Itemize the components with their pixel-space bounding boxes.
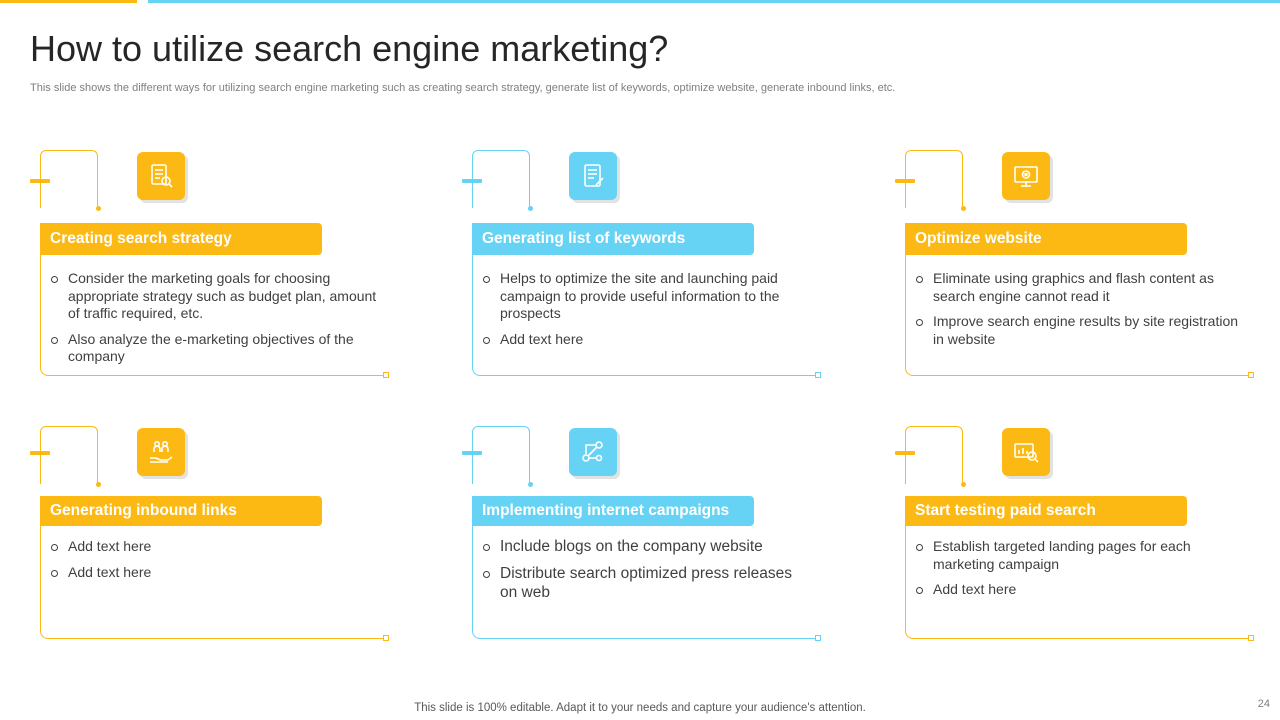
connector-tick [30, 179, 50, 183]
card-generating-list-of-keywords: Generating list of keywords Helps to opt… [462, 150, 832, 390]
slide-subtitle: This slide shows the different ways for … [30, 82, 896, 94]
connector-tick [30, 451, 50, 455]
bullet-item: Consider the marketing goals for choosin… [50, 270, 380, 323]
frame-end-marker [383, 372, 389, 378]
card-optimize-website: Optimize website Eliminate using graphic… [895, 150, 1265, 390]
connector-bracket [472, 426, 530, 484]
bullet-item: Add text here [482, 331, 812, 349]
bullet-list: Include blogs on the company website Dis… [482, 537, 812, 610]
slide-footer: This slide is 100% editable. Adapt it to… [414, 702, 866, 714]
card-heading: Implementing internet campaigns [472, 496, 754, 526]
connector-bracket [40, 426, 98, 484]
connector-dot [96, 206, 101, 211]
bullet-list: Eliminate using graphics and flash conte… [915, 270, 1245, 356]
card-frame [472, 506, 817, 639]
connector-dot [528, 206, 533, 211]
bullet-list: Add text here Add text here [50, 538, 380, 589]
card-heading: Creating search strategy [40, 223, 322, 255]
bullet-item: Add text here [50, 538, 380, 556]
frame-end-marker [1248, 635, 1254, 641]
bullet-item: Also analyze the e-marketing objectives … [50, 331, 380, 366]
network-nodes-icon [569, 428, 617, 476]
connector-dot [961, 206, 966, 211]
card-heading: Generating inbound links [40, 496, 322, 526]
bullet-item: Include blogs on the company website [482, 537, 812, 556]
bullet-list: Helps to optimize the site and launching… [482, 270, 812, 356]
top-accent-bar-blue [148, 0, 1280, 3]
bullet-item: Helps to optimize the site and launching… [482, 270, 812, 323]
card-frame [472, 240, 817, 376]
bullet-item: Distribute search optimized press releas… [482, 564, 812, 602]
card-heading: Generating list of keywords [472, 223, 754, 255]
card-start-testing-paid-search: Start testing paid search Establish targ… [895, 426, 1265, 666]
card-generating-inbound-links: Generating inbound links Add text here A… [30, 426, 400, 666]
card-heading: Start testing paid search [905, 496, 1187, 526]
connector-tick [462, 451, 482, 455]
website-settings-icon [1002, 152, 1050, 200]
frame-end-marker [1248, 372, 1254, 378]
connector-dot [961, 482, 966, 487]
bullet-item: Add text here [915, 581, 1245, 599]
connector-dot [528, 482, 533, 487]
connector-dot [96, 482, 101, 487]
top-accent-bar-yellow [0, 0, 137, 3]
bullet-list: Establish targeted landing pages for eac… [915, 538, 1245, 607]
card-frame [40, 506, 385, 639]
hand-people-icon [137, 428, 185, 476]
bullet-list: Consider the marketing goals for choosin… [50, 270, 380, 374]
keyword-list-icon [569, 152, 617, 200]
connector-tick [895, 179, 915, 183]
card-heading: Optimize website [905, 223, 1187, 255]
connector-tick [462, 179, 482, 183]
card-frame [905, 506, 1250, 639]
bullet-item: Add text here [50, 564, 380, 582]
bullet-item: Eliminate using graphics and flash conte… [915, 270, 1245, 305]
bullet-item: Improve search engine results by site re… [915, 313, 1245, 348]
card-frame [40, 240, 385, 376]
card-creating-search-strategy: Creating search strategy Consider the ma… [30, 150, 400, 390]
card-implementing-internet-campaigns: Implementing internet campaigns Include … [462, 426, 832, 666]
connector-tick [895, 451, 915, 455]
card-frame [905, 240, 1250, 376]
slide-title: How to utilize search engine marketing? [30, 28, 669, 69]
frame-end-marker [815, 372, 821, 378]
connector-bracket [905, 426, 963, 484]
bullet-item: Establish targeted landing pages for eac… [915, 538, 1245, 573]
strategy-document-icon [137, 152, 185, 200]
frame-end-marker [383, 635, 389, 641]
page-number: 24 [1257, 698, 1270, 710]
frame-end-marker [815, 635, 821, 641]
search-analytics-icon [1002, 428, 1050, 476]
